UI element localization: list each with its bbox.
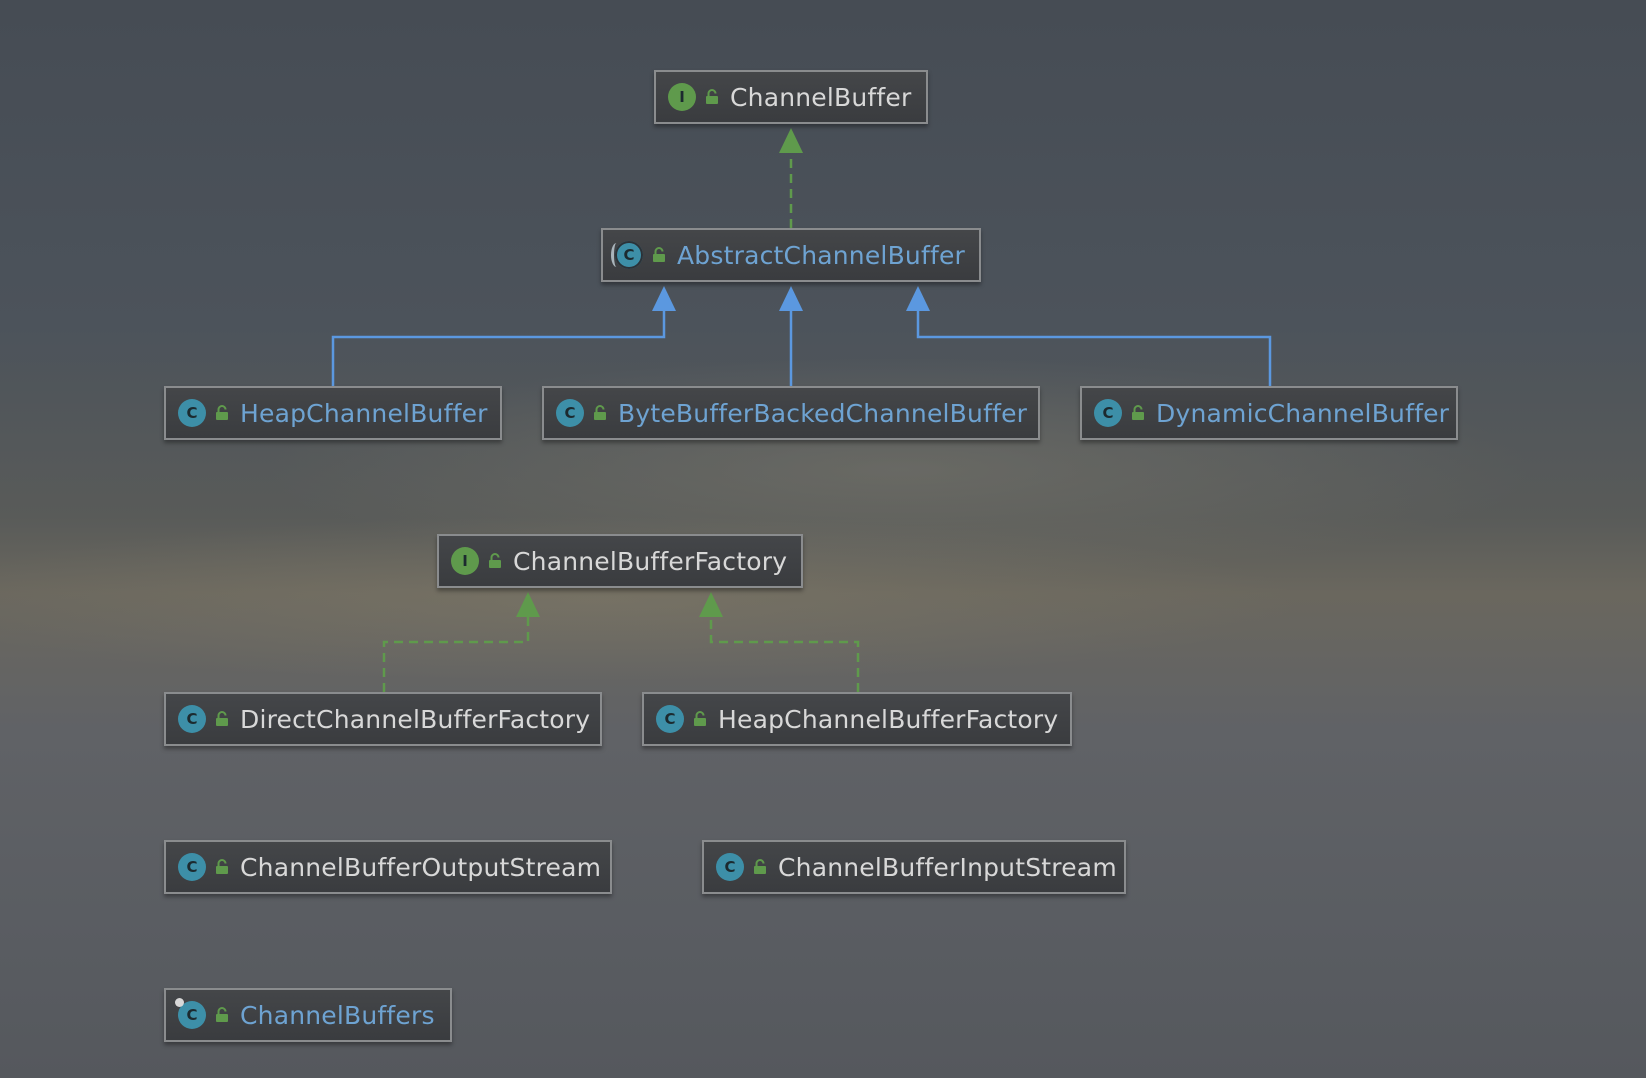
class-name: ChannelBuffer <box>730 82 912 112</box>
edge-dynamicchannelbuffer-extends-abstractchannelbuffer <box>906 286 1272 386</box>
public-lock-icon <box>215 1007 229 1023</box>
final-class-icon: C <box>175 998 206 1029</box>
class-name: ChannelBuffers <box>240 1000 435 1030</box>
class-name: AbstractChannelBuffer <box>677 240 966 270</box>
public-lock-icon <box>488 553 502 569</box>
public-lock-icon <box>215 711 229 727</box>
node-dynamicchannelbuffer[interactable]: C DynamicChannelBuffer <box>1080 386 1458 440</box>
edge-abstractchannelbuffer-implements-channelbuffer <box>779 128 803 228</box>
class-icon: C <box>178 853 206 881</box>
public-lock-icon <box>705 89 719 105</box>
class-name: DirectChannelBufferFactory <box>240 704 591 734</box>
class-icon: C <box>656 705 684 733</box>
public-lock-icon <box>652 247 666 263</box>
class-name: DynamicChannelBuffer <box>1156 398 1450 428</box>
public-lock-icon <box>753 859 767 875</box>
class-icon: C <box>178 705 206 733</box>
public-lock-icon <box>693 711 707 727</box>
class-icon: C <box>178 399 206 427</box>
class-name: ChannelBufferFactory <box>513 546 788 576</box>
edge-bytebufferbacked-extends-abstractchannelbuffer <box>779 286 803 386</box>
node-abstractchannelbuffer[interactable]: C AbstractChannelBuffer <box>601 228 981 282</box>
class-icon: C <box>716 853 744 881</box>
class-name: ChannelBufferInputStream <box>778 852 1117 882</box>
class-name: HeapChannelBufferFactory <box>718 704 1059 734</box>
public-lock-icon <box>215 405 229 421</box>
node-bytebufferbackedchannelbuffer[interactable]: C ByteBufferBackedChannelBuffer <box>542 386 1040 440</box>
class-icon: C <box>556 399 584 427</box>
node-heapchannelbufferfactory[interactable]: C HeapChannelBufferFactory <box>642 692 1072 746</box>
abstract-class-icon: C <box>611 241 643 269</box>
node-channelbuffer[interactable]: I ChannelBuffer <box>654 70 928 124</box>
node-channelbuffers[interactable]: C ChannelBuffers <box>164 988 452 1042</box>
interface-icon: I <box>668 83 696 111</box>
class-name: HeapChannelBuffer <box>240 398 488 428</box>
public-lock-icon <box>1131 405 1145 421</box>
class-name: ChannelBufferOutputStream <box>240 852 602 882</box>
edge-directfactory-implements-channelbufferfactory <box>382 592 540 692</box>
class-name: ByteBufferBackedChannelBuffer <box>618 398 1028 428</box>
node-heapchannelbuffer[interactable]: C HeapChannelBuffer <box>164 386 502 440</box>
node-directchannelbufferfactory[interactable]: C DirectChannelBufferFactory <box>164 692 602 746</box>
interface-icon: I <box>451 547 479 575</box>
public-lock-icon <box>215 859 229 875</box>
node-channelbufferfactory[interactable]: I ChannelBufferFactory <box>437 534 803 588</box>
class-icon: C <box>1094 399 1122 427</box>
edge-heapchannelbuffer-extends-abstractchannelbuffer <box>331 286 676 386</box>
edge-heapfactory-implements-channelbufferfactory <box>699 592 860 692</box>
public-lock-icon <box>593 405 607 421</box>
node-channelbufferinputstream[interactable]: C ChannelBufferInputStream <box>702 840 1126 894</box>
node-channelbufferoutputstream[interactable]: C ChannelBufferOutputStream <box>164 840 612 894</box>
